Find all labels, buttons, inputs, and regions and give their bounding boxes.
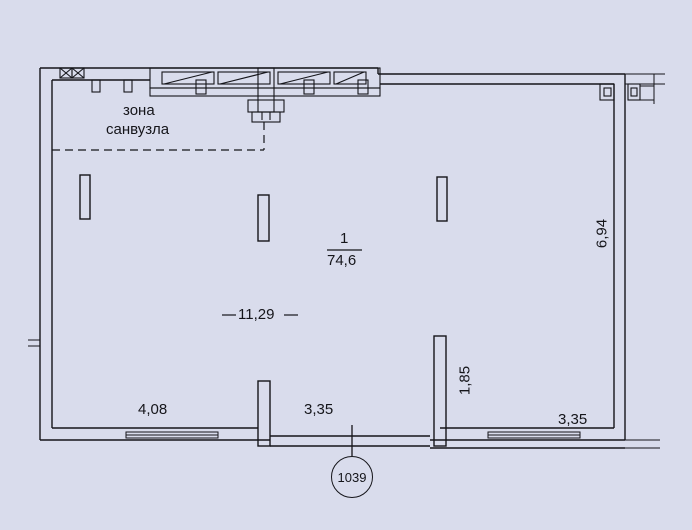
columns [79, 174, 448, 242]
unit-marker-number: 1039 [337, 469, 367, 485]
shafts-row [149, 67, 381, 123]
dimension-height: 6,94 [593, 218, 611, 249]
zone-label-line1: зона [123, 102, 155, 119]
dimension-pier: 1,85 [456, 365, 474, 396]
wall-piers [257, 335, 447, 447]
vent-shaft-left [59, 67, 133, 93]
vent-shaft-right [599, 83, 641, 101]
unit-marker: 1039 [331, 456, 373, 498]
dimension-width: 11,29 [238, 306, 275, 323]
outer-walls [39, 67, 626, 449]
windows [125, 431, 581, 439]
room-area: 74,6 [327, 252, 357, 269]
bathroom-zone-boundary [52, 122, 265, 151]
dimension-bottom-left: 4,08 [138, 401, 168, 418]
room-number: 1 [340, 230, 349, 247]
dimension-bottom-mid: 3,35 [304, 401, 334, 418]
exterior-lines [28, 73, 665, 449]
dimension-lines [222, 249, 362, 316]
dimension-bottom-right: 3,35 [558, 411, 588, 428]
zone-label-line2: санвузла [106, 121, 170, 138]
